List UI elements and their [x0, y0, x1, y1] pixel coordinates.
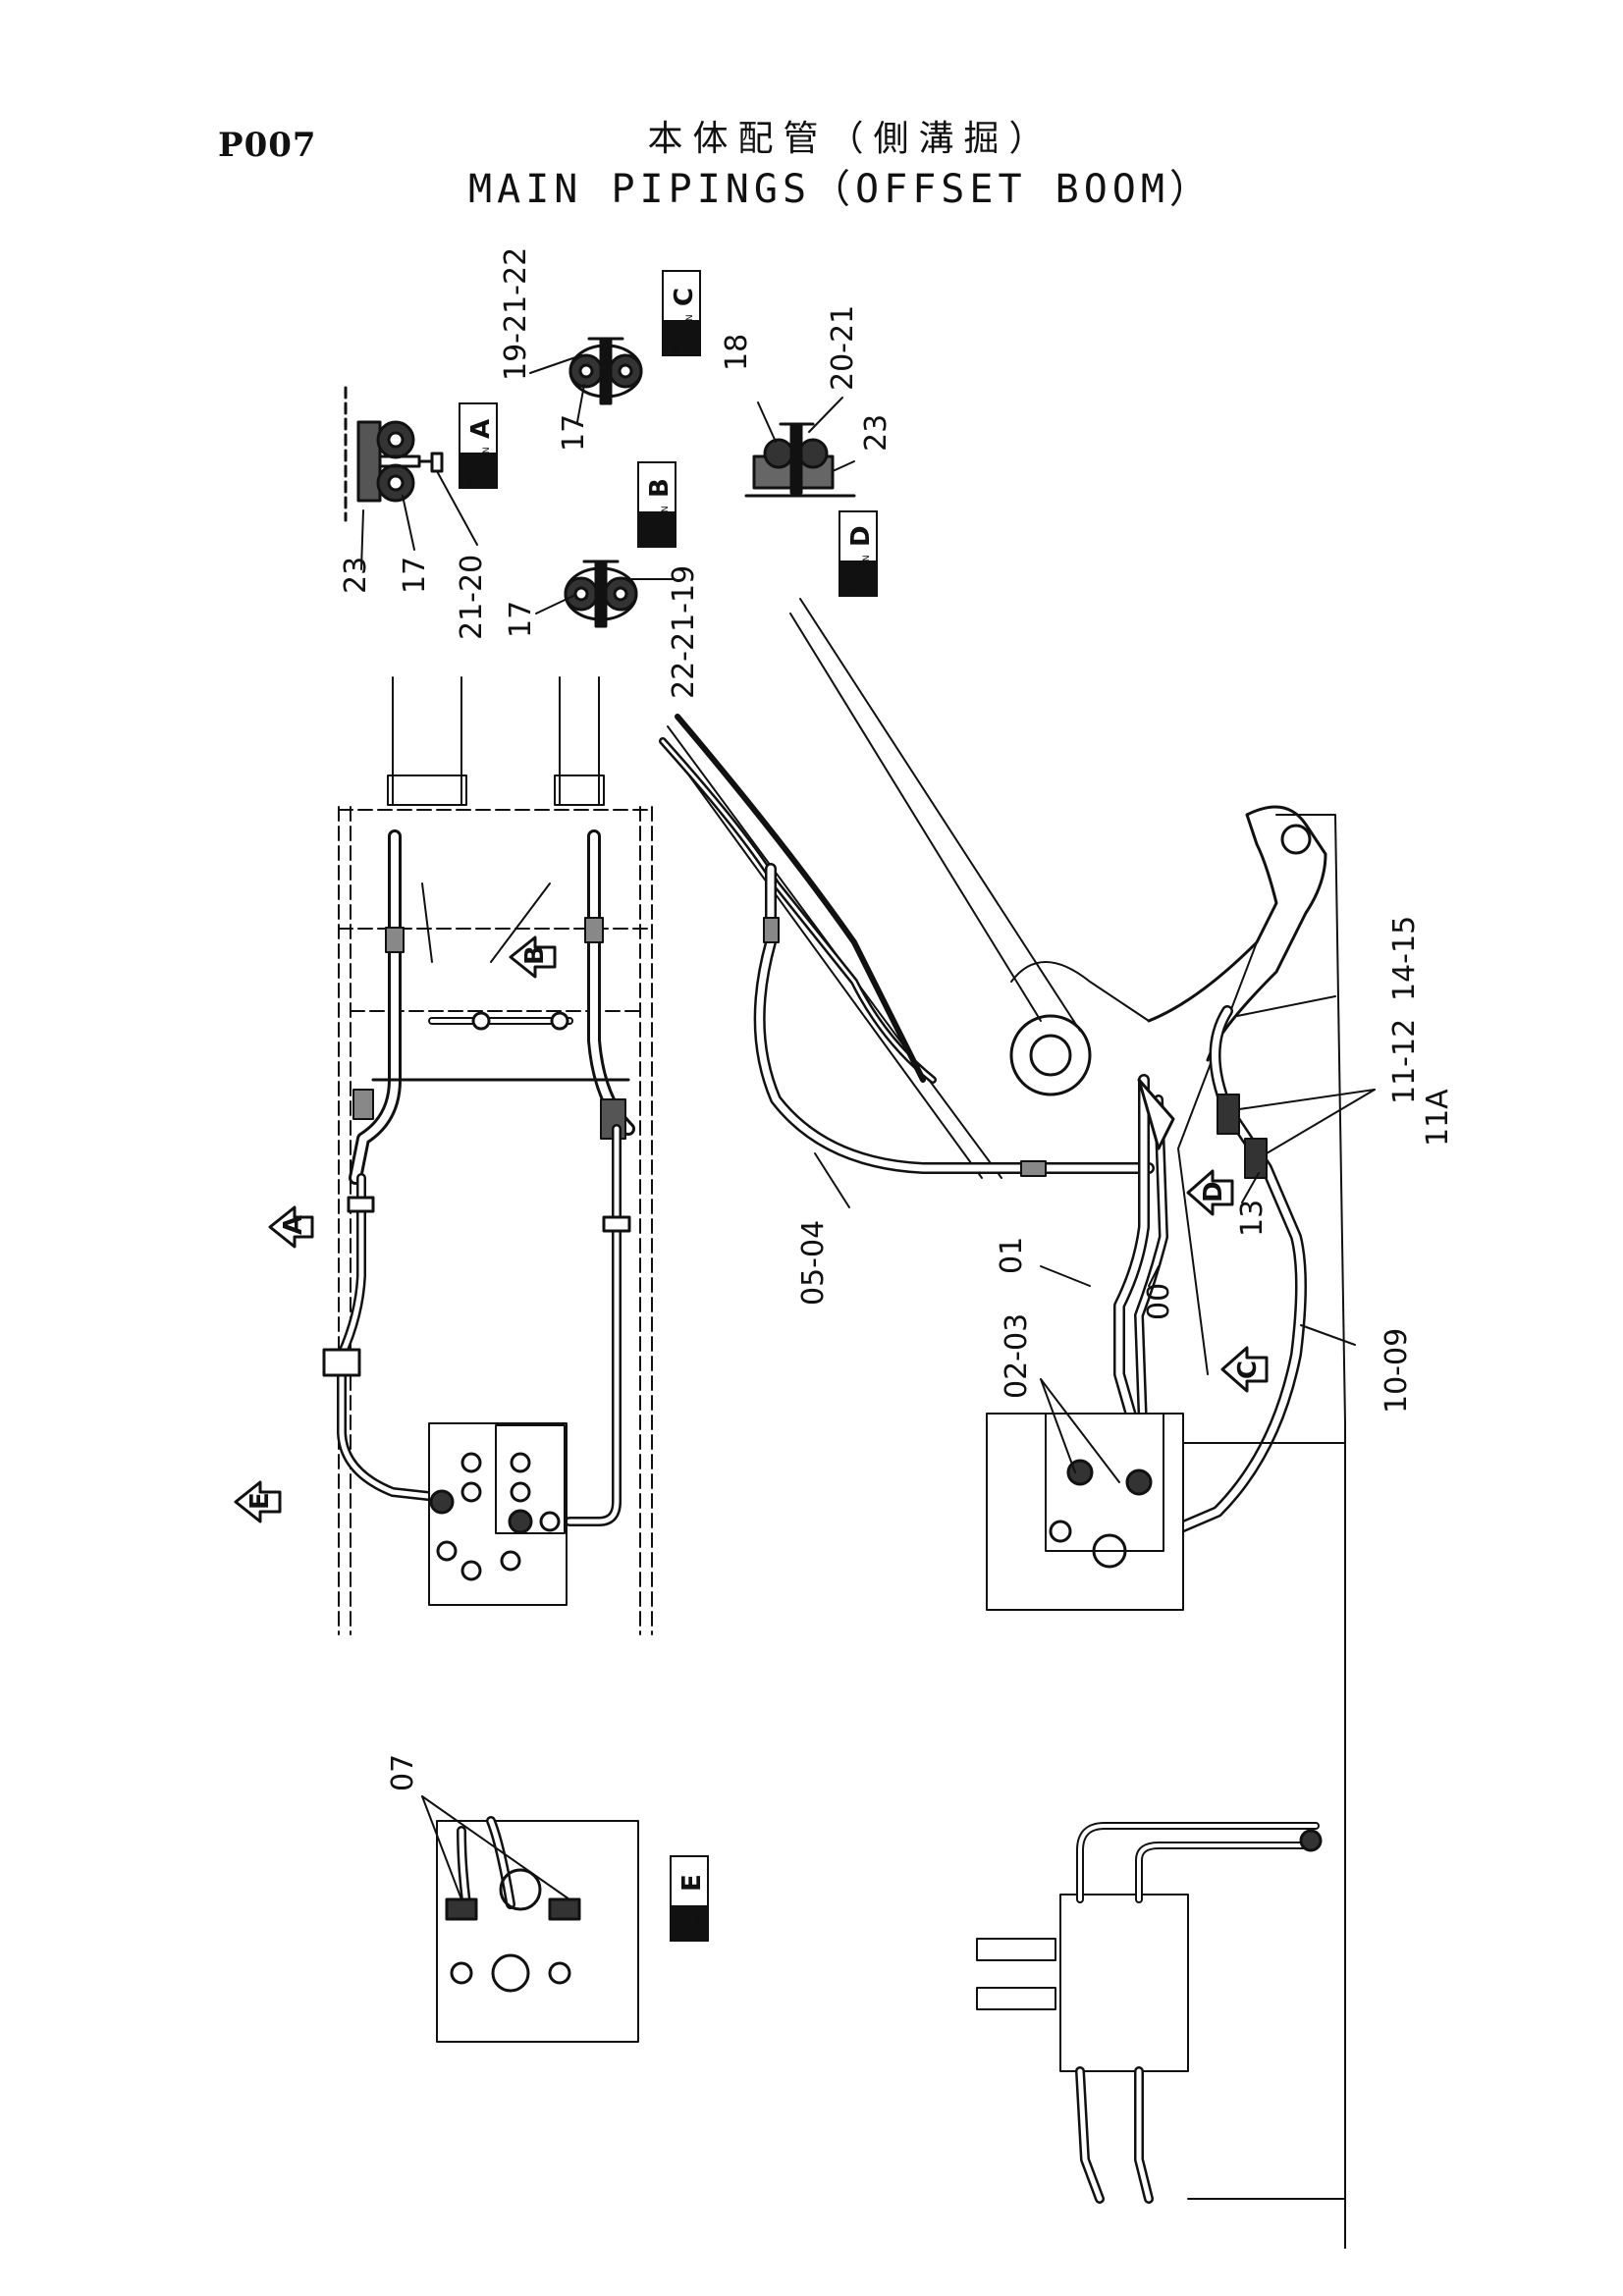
svg-text:C: C: [670, 288, 699, 306]
lower-right-valve: [976, 1822, 1346, 2204]
svg-text:C: C: [1233, 1361, 1263, 1379]
section-d-label: 断面 SECTION D: [839, 510, 878, 597]
label-sec-a-17: 17: [398, 557, 432, 594]
label-sec-c-19-21-22: 19-21-22: [499, 247, 533, 381]
label-14-15: 14-15: [1387, 916, 1422, 1001]
section-leaders: [360, 354, 855, 614]
boom-arm: [659, 598, 1346, 2249]
section-b-label: 断面 SECTION B: [637, 461, 676, 548]
svg-text:E: E: [677, 1874, 707, 1892]
label-07: 07: [386, 1754, 420, 1791]
svg-text:B: B: [645, 478, 675, 498]
label-sec-a-21-20: 21-20: [455, 555, 489, 640]
label-01: 01: [995, 1237, 1029, 1274]
page-code: P007: [218, 126, 317, 165]
svg-text:矢視: 矢視: [677, 1921, 689, 1939]
svg-text:SECTION: SECTION: [482, 447, 492, 486]
label-sec-b-22-21-19: 22-21-19: [667, 565, 701, 699]
section-c-label: 断面 SECTION C: [662, 270, 701, 356]
section-a-detail: [344, 386, 444, 522]
part-number-labels: 23 17 21-20 19-21-22 17 17 22-21-19 18 2…: [339, 247, 1455, 1791]
svg-text:D: D: [846, 525, 876, 547]
svg-text:断面: 断面: [670, 336, 681, 353]
part-leaders: [814, 995, 1376, 1483]
label-05-04: 05-04: [796, 1220, 831, 1306]
svg-text:断面: 断面: [645, 527, 657, 545]
svg-text:断面: 断面: [846, 576, 858, 594]
label-00: 00: [1142, 1283, 1176, 1320]
svg-text:A: A: [279, 1215, 308, 1235]
section-c-detail: [568, 337, 643, 405]
label-13: 13: [1235, 1200, 1270, 1237]
label-sec-a-23: 23: [339, 557, 373, 594]
section-b-detail: [564, 560, 638, 628]
view-arrows: [234, 935, 1269, 1523]
view-e-label: 矢視 VIEW E: [670, 1855, 709, 1942]
view-arrow-letters: A B D C E: [245, 945, 1263, 1510]
svg-text:E: E: [245, 1492, 275, 1510]
title-japanese: 本体配管（側溝掘）: [647, 119, 1055, 159]
svg-text:断面: 断面: [466, 468, 478, 486]
title-english: MAIN PIPINGS（OFFSET BOOM）: [468, 167, 1214, 212]
svg-text:VIEW: VIEW: [693, 1916, 703, 1939]
section-d-detail: [744, 422, 856, 498]
svg-text:D: D: [1199, 1181, 1228, 1202]
label-sec-d-23: 23: [859, 414, 893, 452]
label-11a: 11A: [1421, 1089, 1455, 1147]
view-e-detail: [421, 1795, 639, 2043]
label-sec-c-17: 17: [557, 414, 591, 452]
label-sec-b-17: 17: [504, 601, 538, 638]
svg-text:B: B: [520, 945, 550, 965]
section-a-label: 断面 SECTION A: [459, 402, 498, 489]
label-sec-d-20-21: 20-21: [826, 305, 860, 391]
svg-text:SECTION: SECTION: [862, 555, 872, 594]
label-02-03: 02-03: [1000, 1313, 1034, 1399]
label-10-09: 10-09: [1380, 1328, 1414, 1414]
plan-view-left: [322, 676, 653, 1635]
label-sec-d-18: 18: [720, 334, 754, 371]
svg-text:A: A: [466, 419, 496, 439]
svg-text:SECTION: SECTION: [661, 506, 671, 545]
label-11-12: 11-12: [1387, 1019, 1422, 1104]
svg-text:SECTION: SECTION: [685, 314, 695, 353]
